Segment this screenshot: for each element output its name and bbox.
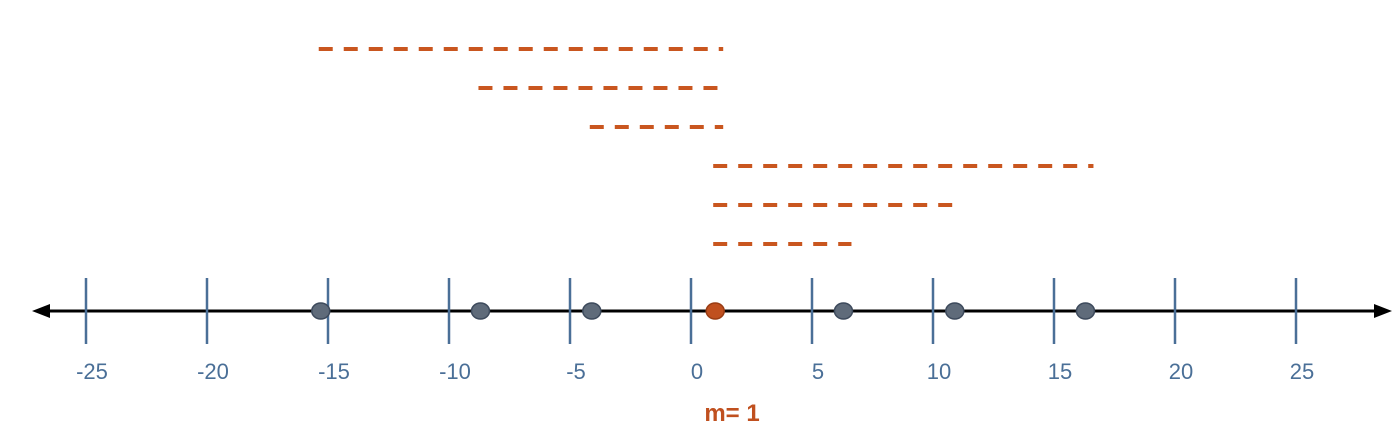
right-arrow-icon	[1374, 304, 1392, 318]
median-point	[705, 302, 725, 320]
tick-label: 15	[1048, 359, 1072, 384]
data-point	[582, 302, 602, 320]
data-point	[833, 302, 854, 320]
data-points	[310, 302, 1096, 320]
data-point	[470, 302, 491, 320]
median-label: m= 1	[704, 400, 759, 427]
tick-label: 5	[812, 359, 824, 384]
distance-segments	[318, 47, 1094, 246]
tick-label: 10	[927, 359, 951, 384]
tick-label: -25	[76, 359, 108, 384]
data-point	[945, 302, 965, 320]
tick-label: -5	[566, 359, 586, 384]
tick-marks	[84, 278, 1298, 344]
tick-label: -15	[318, 359, 350, 384]
tick-label: 20	[1169, 359, 1193, 384]
tick-label: 25	[1290, 359, 1314, 384]
data-point	[310, 302, 331, 320]
tick-label: -20	[197, 359, 229, 384]
data-point	[1075, 302, 1096, 320]
tick-label: 0	[691, 359, 703, 384]
tick-label: -10	[439, 359, 471, 384]
left-arrow-icon	[32, 304, 50, 318]
tick-labels: -25 -20 -15 -10 -5 0 5 10 15 20 25	[76, 359, 1314, 384]
